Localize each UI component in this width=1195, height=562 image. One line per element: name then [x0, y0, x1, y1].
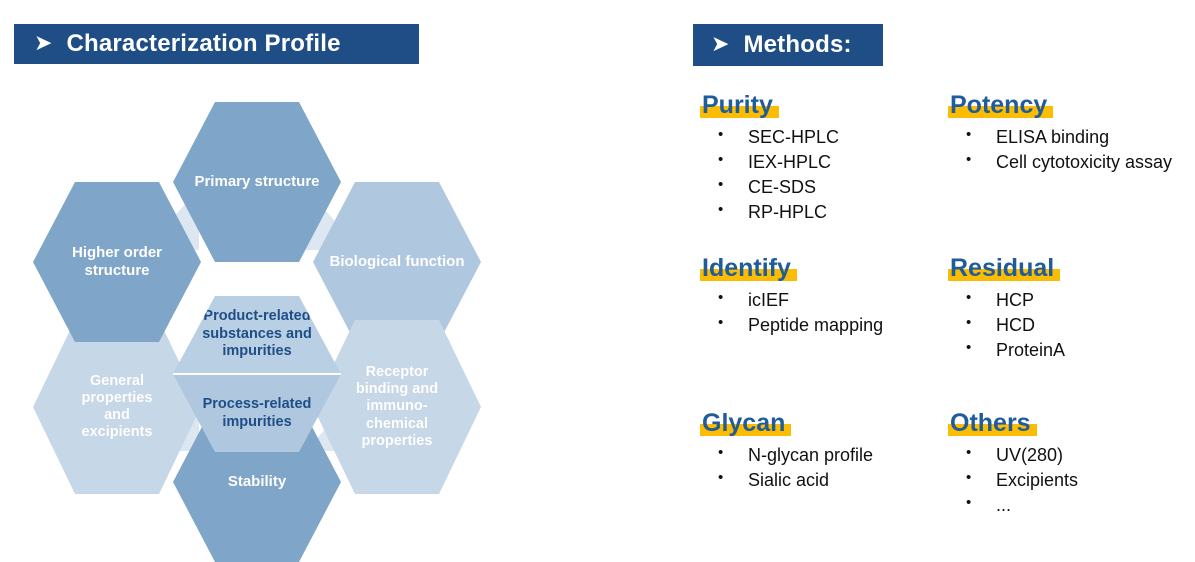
list-item: ProteinA	[948, 338, 1186, 363]
highlight-bar	[948, 269, 1061, 282]
list-item: ...	[948, 493, 1186, 518]
list-item: HCD	[948, 313, 1186, 338]
method-item-list: N-glycan profile Sialic acid	[700, 443, 938, 493]
hexagon-primary-structure: Primary structure	[173, 102, 341, 262]
method-group-title: Potency	[950, 91, 1048, 119]
method-group-title: Residual	[950, 254, 1055, 282]
hexagon-label: Biological function	[329, 253, 465, 271]
method-group-glycan: Glycan N-glycan profile Sialic acid	[700, 410, 938, 494]
method-group-residual: Residual HCP HCD ProteinA	[948, 255, 1186, 364]
hexagon-center-bottom-label: Process-related impurities	[202, 396, 312, 430]
method-group-title: Purity	[702, 91, 773, 119]
hexagon-label: Stability	[227, 473, 287, 491]
highlight-bar	[948, 106, 1054, 119]
hexagon-center-top-label: Product-related substances and impuritie…	[202, 308, 312, 360]
list-item: ELISA binding	[948, 125, 1186, 150]
method-item-list: HCP HCD ProteinA	[948, 288, 1186, 363]
method-group-potency: Potency ELISA binding Cell cytotoxicity …	[948, 92, 1186, 176]
method-group-heading: Others	[948, 409, 1037, 437]
method-group-title: Glycan	[702, 409, 786, 437]
list-item: Peptide mapping	[700, 313, 938, 338]
list-item: HCP	[948, 288, 1186, 313]
method-group-heading: Purity	[700, 91, 779, 119]
list-item: UV(280)	[948, 443, 1186, 468]
list-item: Excipients	[948, 468, 1186, 493]
list-item: IEX-HPLC	[700, 150, 938, 175]
list-item: icIEF	[700, 288, 938, 313]
list-item: CE-SDS	[700, 175, 938, 200]
methods-title-bar: ➤ Methods:	[693, 24, 883, 66]
hexagon-higher-order-structure: Higher order structure	[33, 182, 201, 342]
highlight-bar	[948, 424, 1037, 437]
method-group-heading: Potency	[948, 91, 1054, 119]
hexagon-center-top: Product-related substances and impuritie…	[173, 296, 341, 375]
highlight-bar	[700, 269, 797, 282]
method-group-title: Identify	[702, 254, 791, 282]
method-item-list: icIEF Peptide mapping	[700, 288, 938, 338]
methods-title: Methods:	[743, 31, 852, 58]
method-item-list: ELISA binding Cell cytotoxicity assay	[948, 125, 1186, 175]
hexagon-label: Higher order structure	[71, 244, 162, 279]
method-group-others: Others UV(280) Excipients ...	[948, 410, 1186, 519]
characterization-profile-title-bar: ➤ Characterization Profile	[14, 24, 419, 64]
method-item-list: SEC-HPLC IEX-HPLC CE-SDS RP-HPLC	[700, 125, 938, 225]
page-title: Characterization Profile	[66, 30, 341, 57]
method-group-identify: Identify icIEF Peptide mapping	[700, 255, 938, 339]
method-group-heading: Glycan	[700, 409, 792, 437]
hexagon-biological-function: Biological function	[313, 182, 481, 342]
arrow-bullet-icon: ➤	[34, 31, 53, 56]
characterization-hexagon-diagram: Primary structure Biological function Re…	[18, 82, 488, 562]
highlight-bar	[700, 106, 779, 119]
method-group-heading: Identify	[700, 254, 797, 282]
list-item: Sialic acid	[700, 468, 938, 493]
list-item: SEC-HPLC	[700, 125, 938, 150]
arrow-bullet-icon: ➤	[711, 32, 730, 57]
method-group-heading: Residual	[948, 254, 1061, 282]
list-item: N-glycan profile	[700, 443, 938, 468]
method-group-purity: Purity SEC-HPLC IEX-HPLC CE-SDS RP-HPLC	[700, 92, 938, 225]
list-item: Cell cytotoxicity assay	[948, 150, 1186, 175]
methods-panel: Purity SEC-HPLC IEX-HPLC CE-SDS RP-HPLC …	[700, 92, 1186, 552]
hexagon-label: Primary structure	[194, 173, 320, 191]
method-item-list: UV(280) Excipients ...	[948, 443, 1186, 518]
method-group-title: Others	[950, 409, 1031, 437]
highlight-bar	[700, 424, 792, 437]
list-item: RP-HPLC	[700, 200, 938, 225]
